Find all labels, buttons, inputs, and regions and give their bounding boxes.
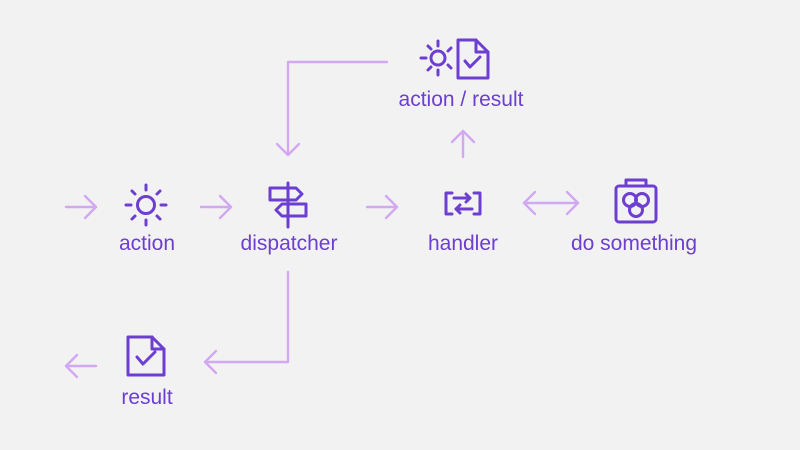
result-label: result [121, 386, 173, 409]
action-result-label: action / result [398, 88, 524, 111]
gear-icon [124, 183, 168, 227]
camera-bag-icon [614, 178, 658, 224]
arrow-action-to-dispatcher [199, 194, 233, 220]
signpost-icon [268, 181, 308, 229]
gear-document-icon [419, 38, 490, 80]
arrow-action-result-to-dispatcher [275, 60, 389, 157]
dispatcher-label: dispatcher [240, 232, 338, 255]
action-label: action [118, 232, 176, 255]
swap-arrows-icon [444, 191, 482, 216]
arrow-handler-to-action-result [450, 129, 476, 159]
handler-label: handler [427, 232, 499, 255]
do-something-label: do something [570, 232, 698, 255]
arrow-dispatcher-to-handler [365, 194, 399, 220]
checked-document-icon [126, 335, 166, 377]
arrow-into-action [64, 194, 98, 220]
arrow-out-of-result [64, 353, 98, 379]
arrow-dispatcher-to-result [203, 270, 290, 375]
arrow-handler-do-something-bidirectional [522, 190, 580, 216]
